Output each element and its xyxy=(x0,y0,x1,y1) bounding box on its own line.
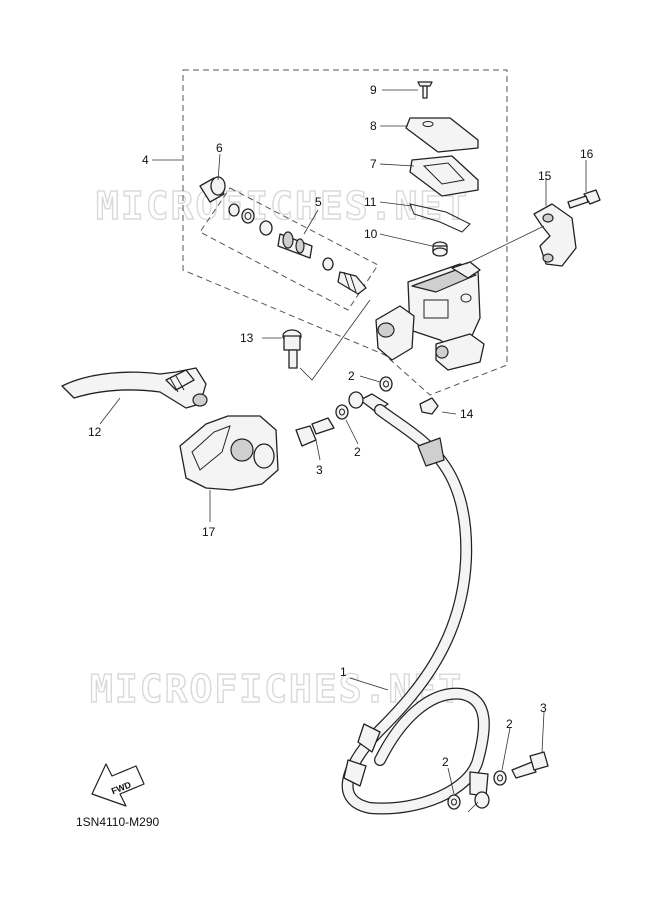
callout-4: 4 xyxy=(142,153,149,167)
brake-lever-part xyxy=(61,367,208,409)
banjo-bolt-part xyxy=(295,417,335,447)
washer-part xyxy=(493,770,507,786)
callout-3-lower: 3 xyxy=(540,701,547,715)
forward-direction-badge: FWD xyxy=(91,763,145,807)
callout-2-lower-left: 2 xyxy=(442,755,449,769)
diagram-code: 1SN4110-M290 xyxy=(76,815,159,829)
brake-hose-part xyxy=(341,391,490,815)
callout-6: 6 xyxy=(216,141,223,155)
piston-kit-boundary xyxy=(199,187,379,311)
screw-part xyxy=(417,81,433,99)
piston-kit-part xyxy=(228,203,367,295)
callout-15: 15 xyxy=(538,169,552,183)
callout-2-lower-right: 2 xyxy=(506,717,513,731)
pivot-bolt-part xyxy=(282,329,302,369)
callout-12: 12 xyxy=(88,425,102,439)
washer-part xyxy=(335,404,349,420)
callout-17: 17 xyxy=(202,525,216,539)
callout-14: 14 xyxy=(460,407,474,421)
callout-10: 10 xyxy=(364,227,378,241)
reservoir-cap-part xyxy=(405,117,479,153)
watermark-top: MICROFICHES.NET xyxy=(96,184,469,228)
washer-part xyxy=(447,794,461,810)
washer-part xyxy=(379,376,393,392)
clamp-bolt-part xyxy=(567,189,601,209)
callout-8: 8 xyxy=(370,119,377,133)
master-cylinder-assembly-boundary xyxy=(182,69,508,396)
callout-2-middle: 2 xyxy=(354,445,361,459)
callout-13: 13 xyxy=(240,331,254,345)
float-part xyxy=(432,241,448,257)
callout-16: 16 xyxy=(580,147,594,161)
callout-7: 7 xyxy=(370,157,377,171)
handlebar-clamp-part xyxy=(533,203,577,267)
callout-3-upper: 3 xyxy=(316,463,323,477)
leader-lines xyxy=(99,89,587,813)
master-cylinder-body xyxy=(375,261,485,371)
bleed-cap-part xyxy=(419,397,439,415)
callout-2-upper: 2 xyxy=(348,369,355,383)
banjo-bolt-part xyxy=(511,751,549,779)
callout-5: 5 xyxy=(315,195,322,209)
lever-guard-part xyxy=(179,415,279,491)
callout-1: 1 xyxy=(340,665,347,679)
callout-11: 11 xyxy=(364,195,377,209)
callout-9: 9 xyxy=(370,83,377,97)
diaphragm-part xyxy=(409,203,471,233)
